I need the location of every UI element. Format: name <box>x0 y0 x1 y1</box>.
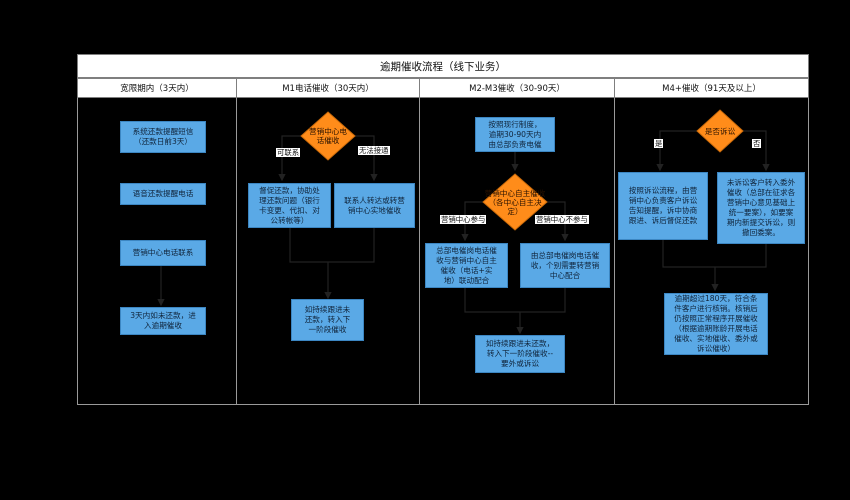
lane-divider <box>236 98 237 405</box>
box-voice-reminder: 语音还款提醒电话 <box>120 183 206 205</box>
box-contact-relay: 联系人转达或转营 销中心实地催收 <box>334 183 415 228</box>
connector-arrow <box>545 201 569 242</box>
box-enter-overdue: 3天内如未还款，进 入逾期催收 <box>120 307 206 335</box>
branch-label-no: 否 <box>752 139 762 148</box>
connector-arrow <box>464 288 566 313</box>
box-joint-collection: 总部电催岗电话催 收与营销中心自主 催收（电话+实 地）联动配合 <box>425 243 508 288</box>
connector-arrow <box>662 240 767 268</box>
lane-divider <box>419 98 420 405</box>
box-hq-only-collection: 由总部电催岗电话催 收，个别需要转营销 中心配合 <box>520 243 610 288</box>
box-litigation-process: 按照诉讼流程，由营 销中心负责客户诉讼 告知提醒，诉中协商 跟进、诉后督促还款 <box>618 172 708 240</box>
connector-arrow <box>461 201 485 242</box>
connector-arrow <box>742 130 770 172</box>
lane-header-m4: M4+催收（91天及以上） <box>614 78 809 98</box>
box-next-stage-m2m3: 如持续跟进未还款， 转入下一阶段催收-- 要外或诉讼 <box>475 335 565 373</box>
decision-label-m1: 营销中心电 话催收 <box>309 127 347 145</box>
connector-arrow <box>656 130 698 172</box>
box-urge-repayment: 督促还款，协助处 理还款问题（银行 卡变更、代扣、对 公转帐等） <box>248 183 331 228</box>
lane-header-m2m3: M2-M3催收（30-90天） <box>419 78 615 98</box>
branch-label-participate: 营销中心参与 <box>440 215 487 224</box>
branch-label-yes: 是 <box>654 139 664 148</box>
branch-label-reachable: 可联系 <box>276 148 301 157</box>
decision-diamond-m2m3 <box>482 173 548 231</box>
decision-diamond-m4 <box>696 109 744 153</box>
box-next-stage-m1: 如持续跟进未 还款，转入下 一阶段催收 <box>291 299 364 341</box>
box-outsourced-collection: 未诉讼客户转入委外 催收（总部在征求各 营销中心意见基础上 统一要案），如要案 … <box>717 172 805 244</box>
lane-divider <box>614 98 615 405</box>
decision-diamond-m1 <box>300 111 356 161</box>
connector-arrow <box>354 135 378 182</box>
connector-arrow <box>278 135 302 182</box>
decision-label-m2m3: 营销中心自主催收 （各中心自主决 定） <box>484 188 546 216</box>
flowchart-title: 逾期催收流程（线下业务） <box>77 54 809 78</box>
lane-header-m1: M1电话催收（30天内） <box>236 78 420 98</box>
box-sales-center-call: 营销中心电话联系 <box>120 240 206 266</box>
box-hq-phone-collection: 按照现行制度， 逾期30-90天内 由总部负责电催 <box>475 117 555 152</box>
decision-label-m4: 是否诉讼 <box>704 126 736 136</box>
connector-arrow <box>289 228 375 263</box>
branch-label-not-participate: 营销中心不参与 <box>535 215 589 224</box>
box-reminder-sms: 系统还款提醒短信 （还款日前3天） <box>120 121 206 153</box>
box-write-off: 逾期超过180天，符合条 件客户进行核销。核销后 仍按照正常程序开展催收 （根据… <box>664 293 768 355</box>
branch-label-unreachable: 无法接通 <box>358 146 390 155</box>
